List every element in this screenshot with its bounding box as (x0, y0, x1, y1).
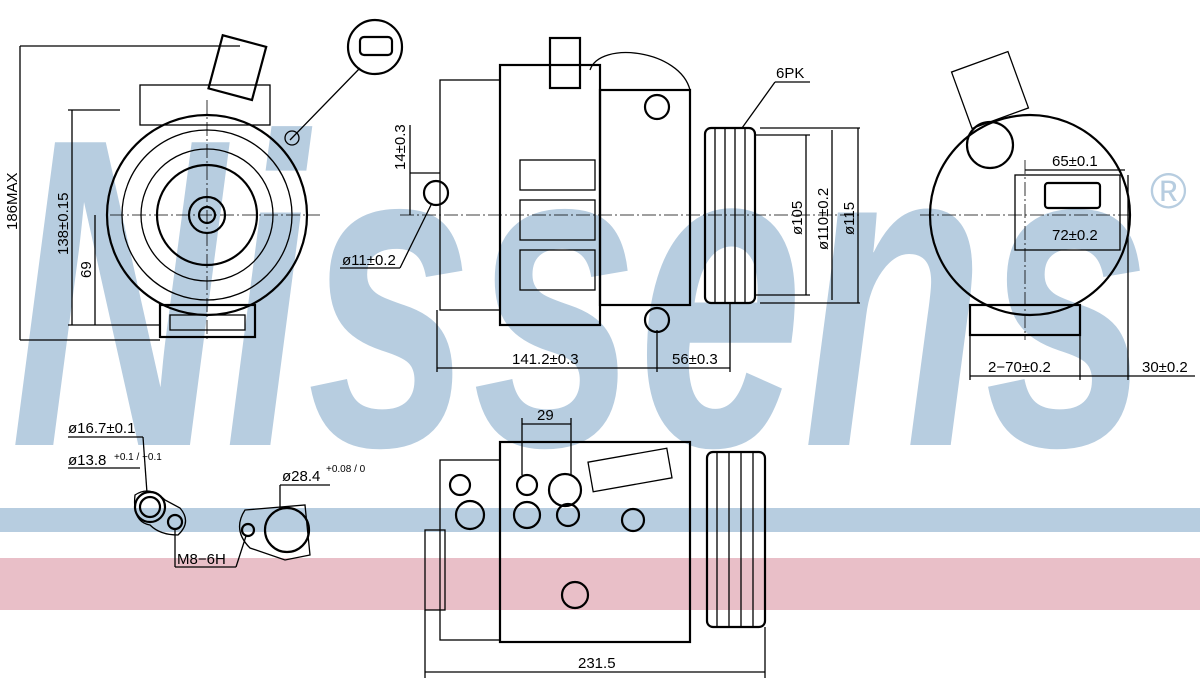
watermark-blue-band (0, 508, 1200, 532)
dim-port-outer: ø16.7±0.1 (68, 420, 135, 437)
dim-overall-length: 231.5 (578, 655, 616, 672)
dim-pulley-d1: ø105 (789, 201, 806, 235)
dim-port-inner: ø13.8 (68, 452, 106, 469)
dim-width-72: 72±0.2 (1052, 227, 1098, 244)
dim-port-large: ø28.4 (282, 468, 320, 485)
dim-mount-width: 30±0.2 (1142, 359, 1188, 376)
dim-height: 138±0.15 (55, 193, 72, 255)
dim-offset: 14±0.3 (392, 124, 409, 170)
port-details: ø16.7±0.1 ø13.8 +0.1 / −0.1 ø28.4 +0.08 … (68, 420, 366, 568)
dim-width-65: 65±0.1 (1052, 153, 1098, 170)
dim-port-inner-tol: +0.1 / −0.1 (114, 452, 162, 463)
dim-length: 141.2±0.3 (512, 351, 579, 368)
dim-mount-spacing: 2−70±0.2 (988, 359, 1051, 376)
rear-view: 65±0.1 72±0.2 2−70±0.2 30±0.2 (920, 50, 1195, 380)
registered-mark: ® (1150, 163, 1187, 219)
dim-port-large-tol: +0.08 / 0 (326, 464, 366, 475)
dim-max-height: 186MAX (4, 172, 21, 230)
dim-thread: M8−6H (177, 551, 226, 568)
dim-spacing: 29 (537, 407, 554, 424)
watermark-brand: Nissens (10, 48, 1150, 539)
dim-pulley-d2: ø110±0.2 (815, 188, 832, 250)
front-view: 186MAX 138±0.15 69 (4, 18, 404, 341)
bottom-view: 29 231.5 (424, 407, 767, 678)
dim-hole-diameter: ø11±0.2 (342, 252, 396, 269)
dim-belt: 6PK (776, 65, 804, 82)
dim-pulley-offset: 56±0.3 (672, 351, 718, 368)
side-view: 14±0.3 ø11±0.2 141.2±0.3 56±0.3 6PK ø105… (340, 36, 860, 372)
dim-axis-height: 69 (78, 261, 95, 278)
dim-pulley-d3: ø115 (841, 202, 858, 235)
